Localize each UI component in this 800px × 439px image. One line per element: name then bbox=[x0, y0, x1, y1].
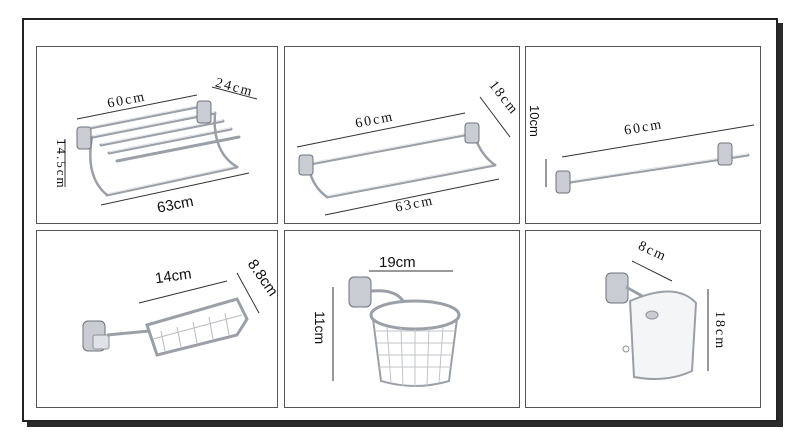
double-bar-depth-label: 18cm bbox=[485, 78, 519, 118]
single-bar-width-label: 60cm bbox=[623, 117, 664, 139]
towel-shelf-illustration: 60cm 24cm 14.5cm 63cm bbox=[54, 76, 258, 217]
round-basket-width-label: 19cm bbox=[379, 254, 416, 271]
soap-basket-illustration: 14cm 8.8cm bbox=[82, 256, 277, 357]
shelf-length-label: 63cm bbox=[156, 193, 195, 217]
double-bar-width-label: 60cm bbox=[354, 109, 395, 131]
round-basket-height-label: 11cm bbox=[312, 311, 328, 344]
panel-paper-holder: 8cm 18cm bbox=[525, 230, 761, 408]
paper-holder-height-label: 18cm bbox=[712, 311, 727, 350]
panel-double-towel-bar: 60cm 18cm 63cm bbox=[284, 46, 520, 224]
panel-towel-shelf: 60cm 24cm 14.5cm 63cm bbox=[36, 46, 278, 224]
soap-basket-width-label: 14cm bbox=[154, 265, 193, 287]
single-towel-bar-illustration: 60cm 10cm bbox=[527, 105, 755, 194]
double-towel-bar-illustration: 60cm 18cm 63cm bbox=[296, 78, 519, 216]
soap-basket-depth-label: 8.8cm bbox=[244, 256, 277, 299]
shelf-height-label: 14.5cm bbox=[54, 139, 69, 190]
product-frame: 60cm 24cm 14.5cm 63cm 6 bbox=[22, 18, 778, 422]
paper-holder-illustration: 8cm 18cm bbox=[605, 239, 727, 380]
round-basket-illustration: 19cm 11cm bbox=[312, 254, 461, 387]
double-bar-length-label: 63cm bbox=[394, 193, 435, 215]
panel-round-basket: 19cm 11cm bbox=[284, 230, 520, 408]
paper-holder-width-label: 8cm bbox=[636, 239, 670, 265]
panel-single-towel-bar: 60cm 10cm bbox=[525, 46, 761, 224]
single-bar-height-label: 10cm bbox=[527, 105, 542, 137]
shelf-depth-label: 24cm bbox=[214, 76, 256, 101]
shelf-width-label: 60cm bbox=[106, 89, 147, 111]
panel-soap-basket: 14cm 8.8cm bbox=[36, 230, 278, 408]
